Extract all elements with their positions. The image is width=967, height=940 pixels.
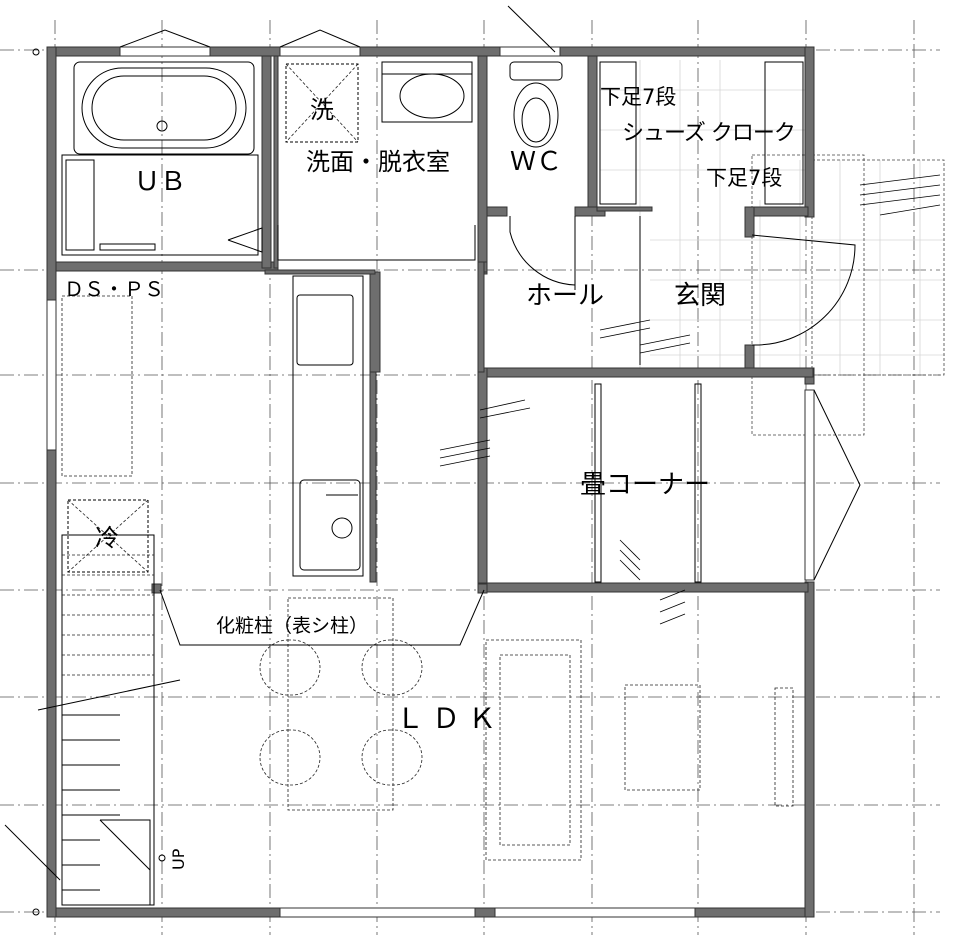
shoe-count-bottom: 下足7段 <box>706 166 782 190</box>
section-hatching <box>439 174 941 625</box>
stairs-up-label: UP <box>169 848 188 870</box>
doors <box>509 216 856 583</box>
room-label-tatami: 畳コーナー <box>580 470 710 500</box>
room-label-shoe-cloak: シューズ クローク <box>622 121 795 146</box>
pillar-leader-line <box>159 589 485 646</box>
corner-marker <box>32 908 40 916</box>
room-label-washroom: 洗面・脱衣室 <box>306 148 450 176</box>
pillar-note: 化粧柱（表シ柱） <box>216 615 368 637</box>
grid-lines <box>0 20 940 935</box>
fridge <box>67 499 149 573</box>
section-indicator-line <box>4 824 61 881</box>
room-label-wc: ＷＣ <box>510 147 562 177</box>
corner-marker <box>32 48 40 56</box>
washer-label: 洗 <box>310 96 334 124</box>
entrance-tiles <box>600 60 945 436</box>
room-label-ds-ps: ＤＳ・ＰＳ <box>64 277 164 301</box>
storage-box <box>61 295 133 477</box>
shoe-count-top: 下足7段 <box>600 85 676 109</box>
dining-set <box>259 597 423 811</box>
room-label-ldk: ＬＤＫ <box>396 702 504 735</box>
shoe-shelves <box>599 61 804 205</box>
exterior-walls <box>46 29 861 918</box>
bathtub <box>61 61 263 256</box>
interior-walls <box>55 55 814 594</box>
fridge-label: 冷 <box>95 524 119 552</box>
room-label-entrance: 玄関 <box>674 281 726 311</box>
staircase <box>37 534 181 906</box>
living-furniture <box>485 639 794 861</box>
north-indicator-line <box>507 5 556 53</box>
kitchen-counter <box>292 275 364 577</box>
toilet <box>509 61 563 148</box>
room-label-hall: ホール <box>526 281 604 311</box>
washroom-fixtures <box>277 61 476 261</box>
room-label-ub: ＵＢ <box>134 167 186 197</box>
